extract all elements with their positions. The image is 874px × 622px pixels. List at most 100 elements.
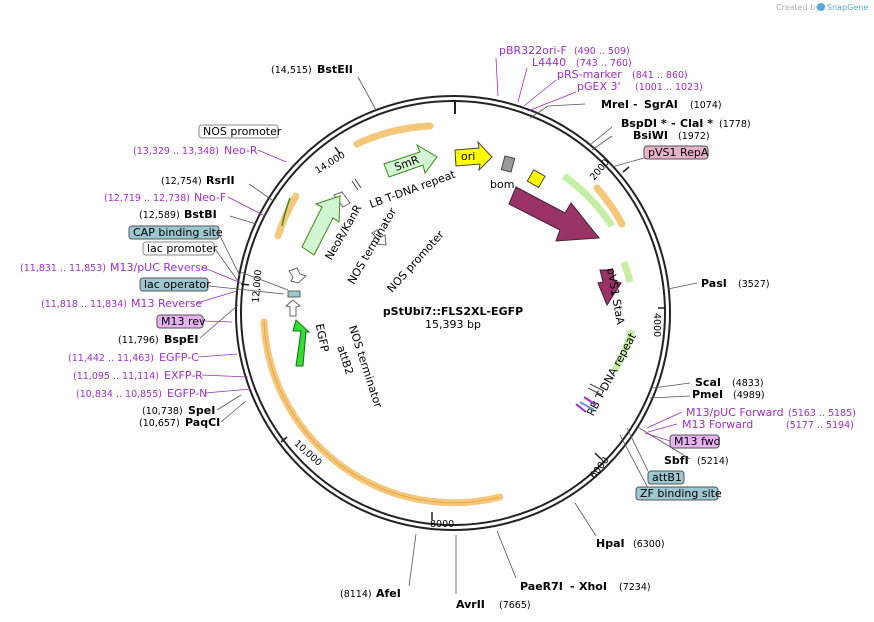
egfpn-pos: (10,834 .. 10,855) xyxy=(76,389,162,400)
repa-green-band xyxy=(561,173,615,228)
sgrai-name: SgrAI xyxy=(644,98,678,111)
staa-green-band xyxy=(620,260,634,283)
lac-operator-mini xyxy=(287,290,301,298)
pasi-lead xyxy=(667,282,698,290)
watermark-brand: SnapGene xyxy=(827,3,868,12)
neor-pos: (13,329 .. 13,348) xyxy=(133,146,219,157)
m13-fwd-lead xyxy=(647,423,678,433)
tick-label-12000: 12,000 xyxy=(251,269,265,303)
pgex-lead xyxy=(527,91,577,112)
l4440-name: L4440 xyxy=(532,56,566,69)
sites-right: MreI - SgrAI (1074) BspDI * - ClaI * (17… xyxy=(340,98,770,611)
egfp-arrow xyxy=(292,319,311,367)
rb-mark-1 xyxy=(589,383,605,392)
plasmid-length: 15,393 bp xyxy=(425,318,481,331)
spei-name: SpeI xyxy=(188,404,215,417)
sbfi-pos: (5214) xyxy=(697,456,729,467)
clai-name: ClaI * xyxy=(680,117,713,130)
lac-op-lead-2 xyxy=(237,270,289,291)
prs-pos: (841 .. 860) xyxy=(632,70,688,81)
ori-arrow xyxy=(454,140,493,172)
rsrii-name: RsrII xyxy=(206,174,235,187)
inner-features: SmR ori bom pVS1 oriV pVS1 StaA LB T-DNA… xyxy=(284,140,639,418)
egfpc-name: EGFP-C xyxy=(159,351,199,364)
m13-rev-box-lead xyxy=(202,320,233,323)
neo-band-line xyxy=(281,197,291,227)
egfpc-pos: (11,442 .. 11,463) xyxy=(68,353,154,364)
lac-operator-box-label: lac operator xyxy=(144,278,211,291)
pbr-lead xyxy=(495,57,499,97)
m13-rev-name: M13 Reverse xyxy=(131,297,202,310)
mrei-pos: (1074) xyxy=(690,100,722,111)
spei-lead xyxy=(216,394,242,411)
bspdi-pos: (1778) xyxy=(719,119,751,130)
smr-arrow xyxy=(383,143,438,178)
pbr-name: pBR322ori-F xyxy=(499,44,567,57)
scai-pos: (4833) xyxy=(732,378,764,389)
feature-bands xyxy=(260,122,636,507)
rb-mark-2 xyxy=(587,387,603,396)
lac-promoter-box xyxy=(142,241,215,256)
pmei-name: PmeI xyxy=(692,388,723,401)
repa-box-lead xyxy=(611,157,645,168)
bom-label: bom xyxy=(490,178,514,191)
attb1-lead xyxy=(626,427,649,472)
tick-14000 xyxy=(334,146,341,155)
bstbi-name: BstBI xyxy=(184,208,217,221)
mrei-sep: - xyxy=(633,98,638,111)
mrei-name: MreI xyxy=(601,98,629,111)
paer7i-pos: (7234) xyxy=(619,582,651,593)
ori-label: ori xyxy=(461,150,475,163)
zf-box-label: ZF binding site xyxy=(640,487,722,500)
leader-lines xyxy=(196,57,698,594)
rb-label: RB T-DNA repeat xyxy=(584,330,639,418)
egfpn-name: EGFP-N xyxy=(167,387,207,400)
pasi-name: PasI xyxy=(701,277,727,290)
paqci-name: PaqCI xyxy=(185,416,220,429)
m13-fwd-box-label: M13 fwd xyxy=(674,435,721,448)
pvs1-repa-box-label: pVS1 RepA xyxy=(648,146,709,159)
m13puc-rev-name: M13/pUC Reverse xyxy=(110,261,208,274)
pmei-pos: (4989) xyxy=(733,390,765,401)
tick-label-6000: 6000 xyxy=(588,455,612,481)
hpai-lead xyxy=(574,502,597,537)
pgex-name: pGEX 3' xyxy=(577,80,621,93)
lb-mark-2 xyxy=(354,178,362,189)
lb-mark-1 xyxy=(351,180,359,191)
pasi-pos: (3527) xyxy=(738,279,770,290)
m13puc-rev-pos: (11,831 .. 11,853) xyxy=(20,263,106,274)
repa-band xyxy=(593,184,626,228)
backbone-inner xyxy=(240,100,666,526)
sbfi-name: SbfI xyxy=(664,454,689,467)
hpai-pos: (6300) xyxy=(633,539,665,550)
egfpn-lead xyxy=(204,388,252,394)
hpai-name: HpaI xyxy=(596,537,625,550)
tick-label-4000: 4000 xyxy=(651,313,662,337)
tick-label-8000: 8000 xyxy=(430,519,454,530)
nos-promoter-box xyxy=(198,124,279,139)
m13-fwd-box-lead xyxy=(644,432,671,442)
neo-arrow xyxy=(301,195,341,256)
neor-lead xyxy=(257,149,287,163)
prs-name: pRS-marker xyxy=(557,68,622,81)
tick-10000 xyxy=(280,436,288,443)
nos-promoter-arrow xyxy=(371,229,387,246)
mrei-lead xyxy=(529,105,549,119)
bsiwi-lead xyxy=(591,135,613,151)
m13puc-fwd-pos: (5163 .. 5185) xyxy=(788,408,856,419)
afei-lead xyxy=(408,533,417,587)
pgex-pos: (1001 .. 1023) xyxy=(635,82,703,93)
pvs1-repa-box xyxy=(643,145,709,160)
egfpc-lead xyxy=(197,353,238,358)
bom-box xyxy=(500,155,516,173)
m13-rev-box-label: M13 rev xyxy=(161,315,206,328)
pmei-lead xyxy=(649,395,691,399)
sites-left: (14,515) BstEII (12,754) RsrII (12,589) … xyxy=(118,63,353,429)
m13-rev-lead xyxy=(196,290,238,304)
m13-fwd-bar-3 xyxy=(575,403,587,413)
m13-fwd-name: M13 Forward xyxy=(682,418,753,431)
attb1-box-label: attB1 xyxy=(652,471,682,484)
paqci-pos: (10,657) xyxy=(139,418,180,429)
rsrii-pos: (12,754) xyxy=(161,176,202,187)
